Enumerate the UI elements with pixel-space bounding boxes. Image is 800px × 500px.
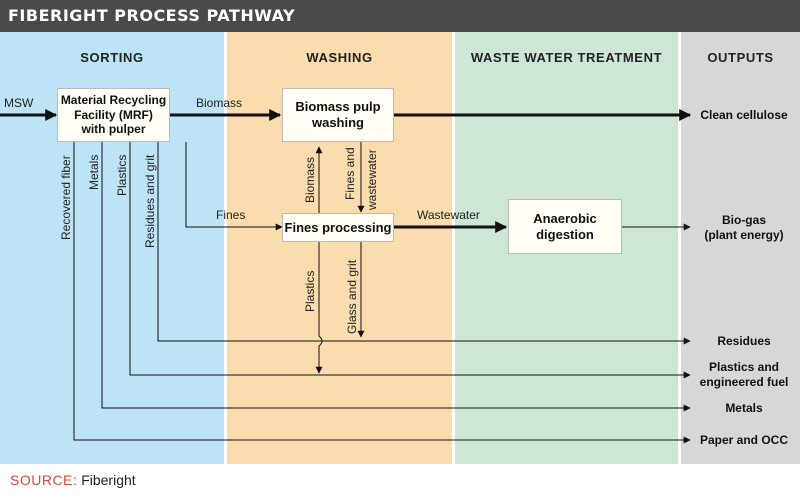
outputs-heading: OUTPUTS (707, 50, 774, 65)
mrf-line3: with pulper (81, 122, 146, 137)
sorting-heading: SORTING (80, 50, 144, 65)
residues-grit-label: Residues and grit (143, 154, 157, 248)
metals-output: Metals (725, 401, 763, 415)
biomass-flow-label: Biomass (196, 96, 243, 110)
anaerobic-line1: Anaerobic (533, 210, 597, 226)
biomass-up-label: Biomass (303, 156, 317, 203)
glass-grit-label: Glass and grit (345, 259, 359, 334)
anaerobic-line2: digestion (536, 226, 594, 242)
source-credit: SOURCE: Fiberight (10, 472, 136, 488)
plastics-flow-label: Plastics (115, 154, 129, 196)
pulp-line2: washing (311, 115, 364, 130)
wastewater-flow-label: Wastewater (417, 208, 480, 222)
wastewater-heading: WASTE WATER TREATMENT (470, 50, 663, 65)
diagram-title: FIBERIGHT PROCESS PATHWAY (8, 6, 296, 25)
washing-heading: WASHING (306, 50, 373, 65)
outputs-band (681, 32, 800, 464)
plastics-fuel-output: Plastics and engineered fuel (692, 360, 796, 390)
residues-output: Residues (717, 334, 771, 348)
mrf-line2: Facility (MRF) (74, 107, 153, 122)
clean-cellulose-output: Clean cellulose (700, 108, 788, 122)
fines-flow-label: Fines (216, 208, 246, 222)
source-key: SOURCE: (10, 472, 78, 488)
fines-processing-node: Fines processing (282, 213, 394, 242)
pulp-line1: Biomass pulp (295, 99, 381, 115)
biogas-line1: Bio-gas (721, 213, 766, 227)
recovered-fiber-label: Recovered fiber (59, 155, 73, 240)
plastics-fuel-line2: engineered fuel (699, 375, 789, 389)
metals-flow-label: Metals (87, 154, 101, 190)
plastics-down-label: Plastics (303, 270, 317, 312)
biogas-line2: (plant energy) (704, 228, 784, 242)
title-bar: FIBERIGHT PROCESS PATHWAY (0, 0, 800, 32)
wastewater-vertical-label: wastewater (365, 149, 379, 210)
fines-and-label: Fines and (343, 147, 357, 200)
biogas-output: Bio-gas (plant energy) (692, 213, 796, 243)
mrf-line1: Material Recycling (60, 93, 167, 108)
plastics-fuel-line1: Plastics and (708, 360, 780, 374)
paper-occ-output: Paper and OCC (699, 433, 789, 447)
source-value: Fiberight (81, 472, 136, 488)
fines-processing-label: Fines processing (284, 219, 392, 235)
msw-label: MSW (4, 96, 34, 110)
